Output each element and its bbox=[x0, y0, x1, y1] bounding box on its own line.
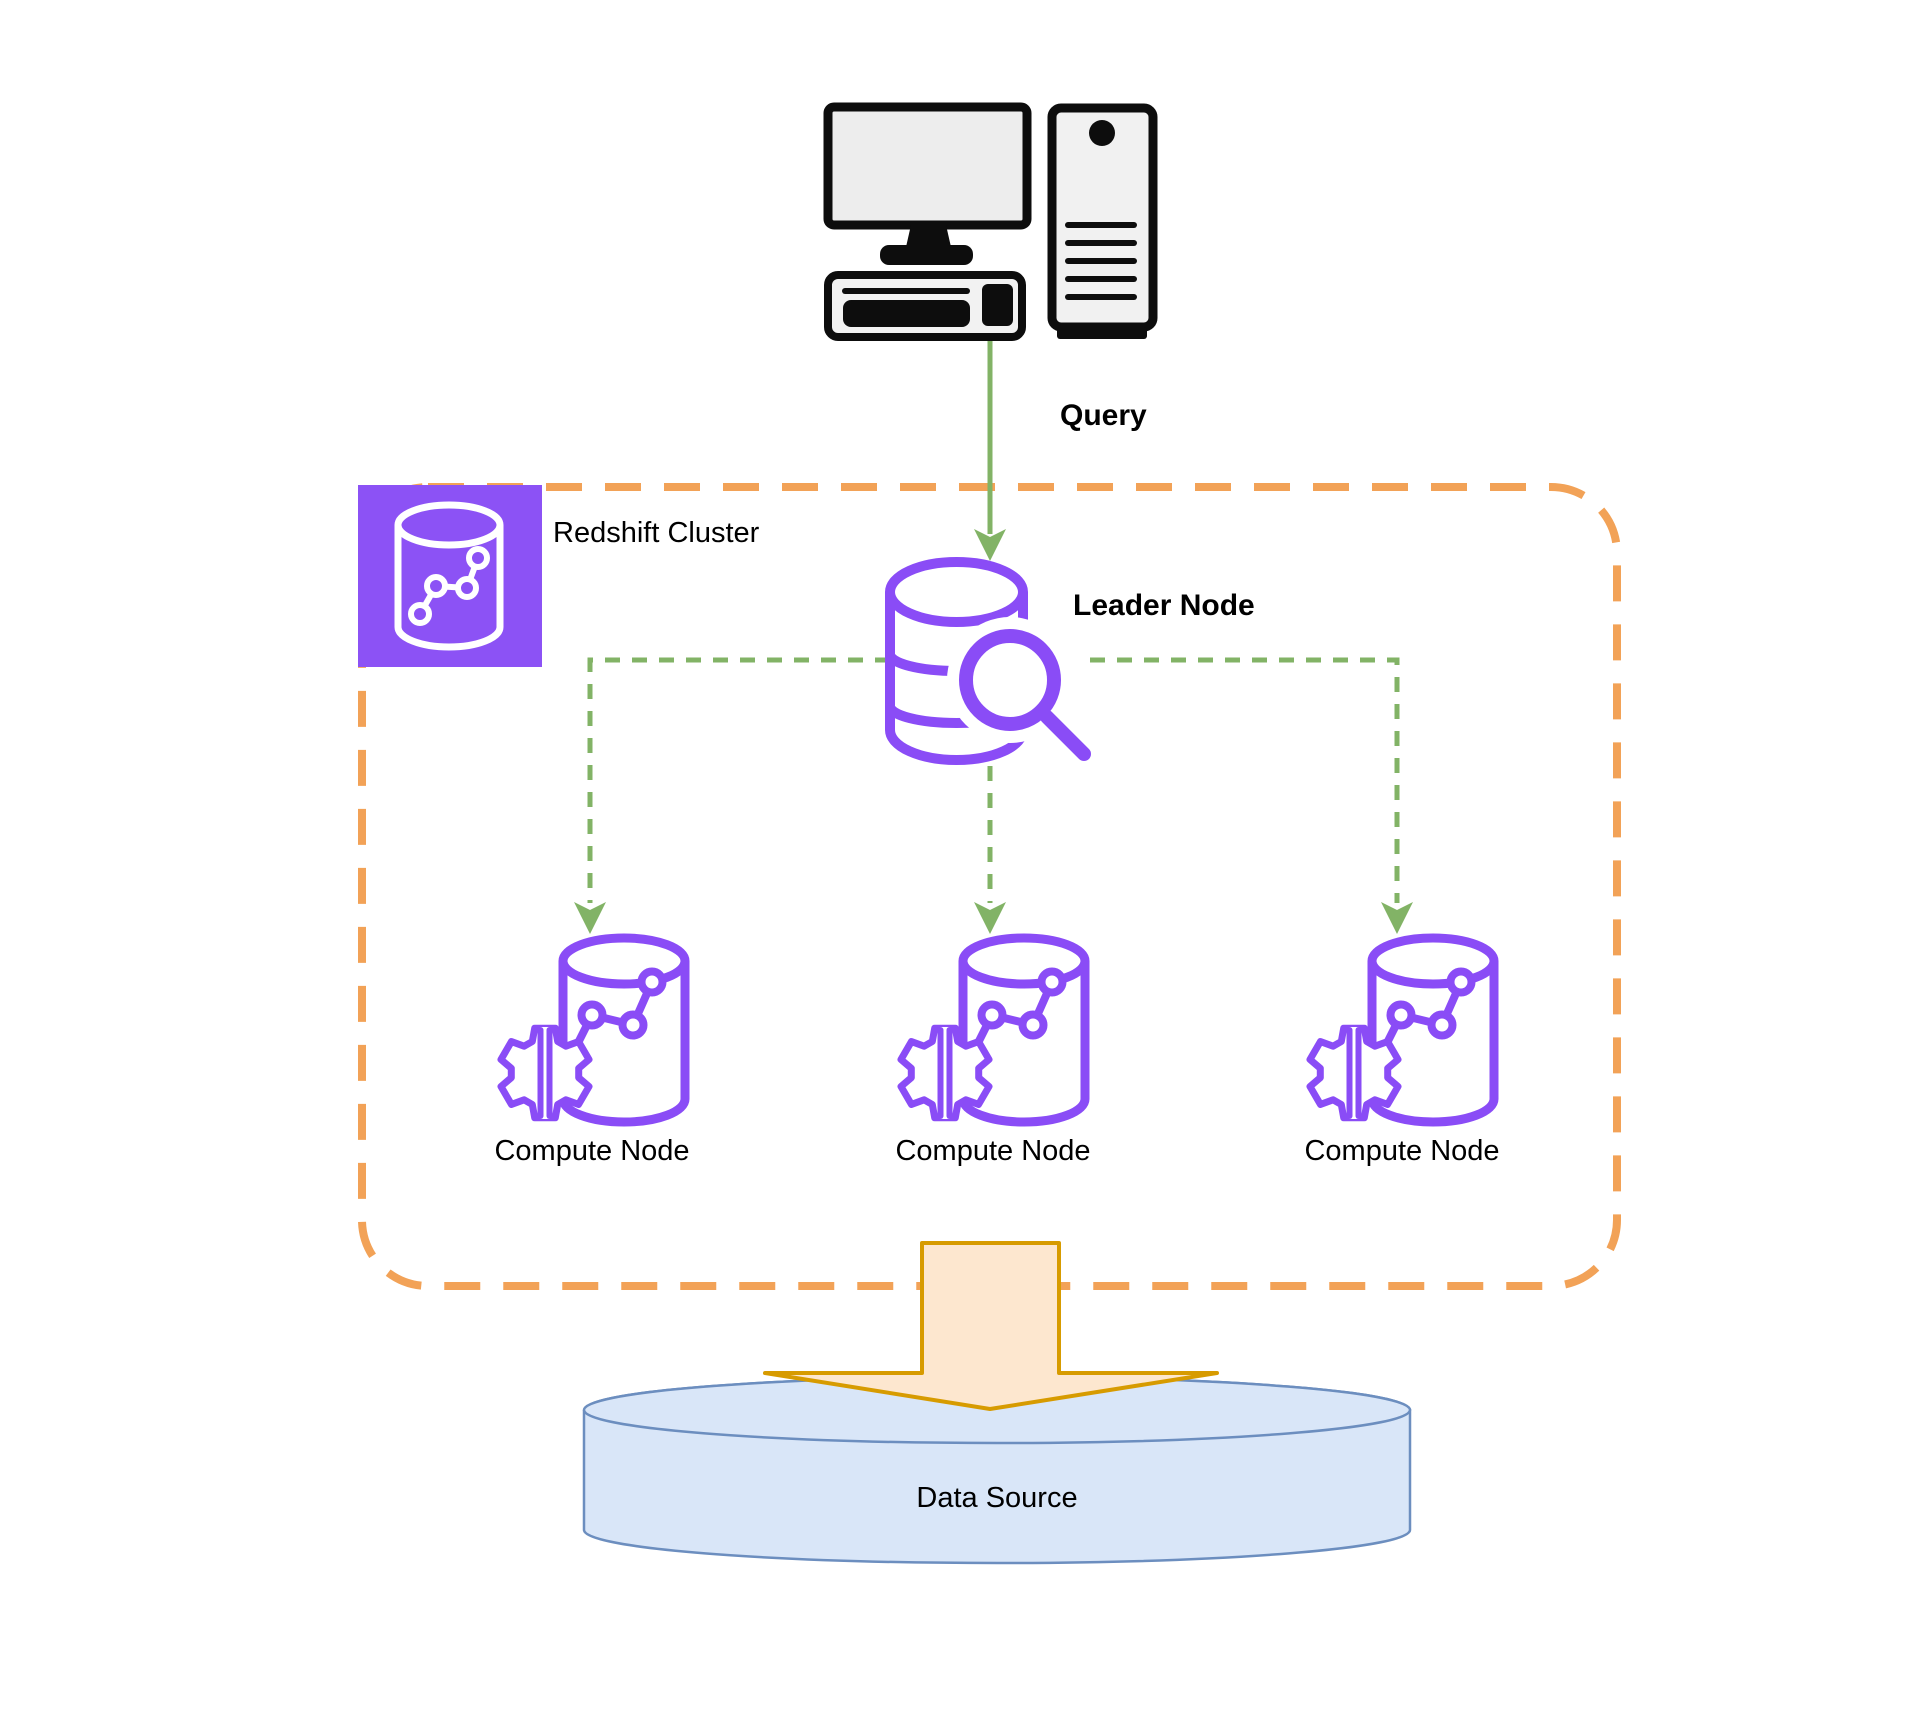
compute-node-label-2: Compute Node bbox=[895, 1135, 1091, 1167]
query-arrow bbox=[974, 339, 1006, 561]
compute-node-label-1: Compute Node bbox=[494, 1135, 690, 1167]
compute-node-icon-3 bbox=[1306, 933, 1501, 1128]
leader-node-label: Leader Node bbox=[1073, 589, 1255, 622]
compute-node-icon-2 bbox=[897, 933, 1092, 1128]
data-source-label: Data Source bbox=[916, 1482, 1078, 1514]
redshift-tile-icon bbox=[358, 485, 542, 667]
compute-connector-arrowheads bbox=[574, 902, 1413, 934]
desktop-computer-icon bbox=[823, 102, 1158, 341]
cluster-to-datasource-arrow bbox=[763, 1241, 1219, 1411]
data-source-cylinder bbox=[582, 1375, 1412, 1565]
query-label: Query bbox=[1060, 399, 1147, 432]
redshift-cluster-label: Redshift Cluster bbox=[553, 517, 760, 549]
database-search-icon bbox=[885, 557, 1094, 766]
compute-node-label-3: Compute Node bbox=[1304, 1135, 1500, 1167]
compute-node-icon-1 bbox=[497, 933, 692, 1128]
leader-to-compute-connectors bbox=[587, 657, 1400, 903]
